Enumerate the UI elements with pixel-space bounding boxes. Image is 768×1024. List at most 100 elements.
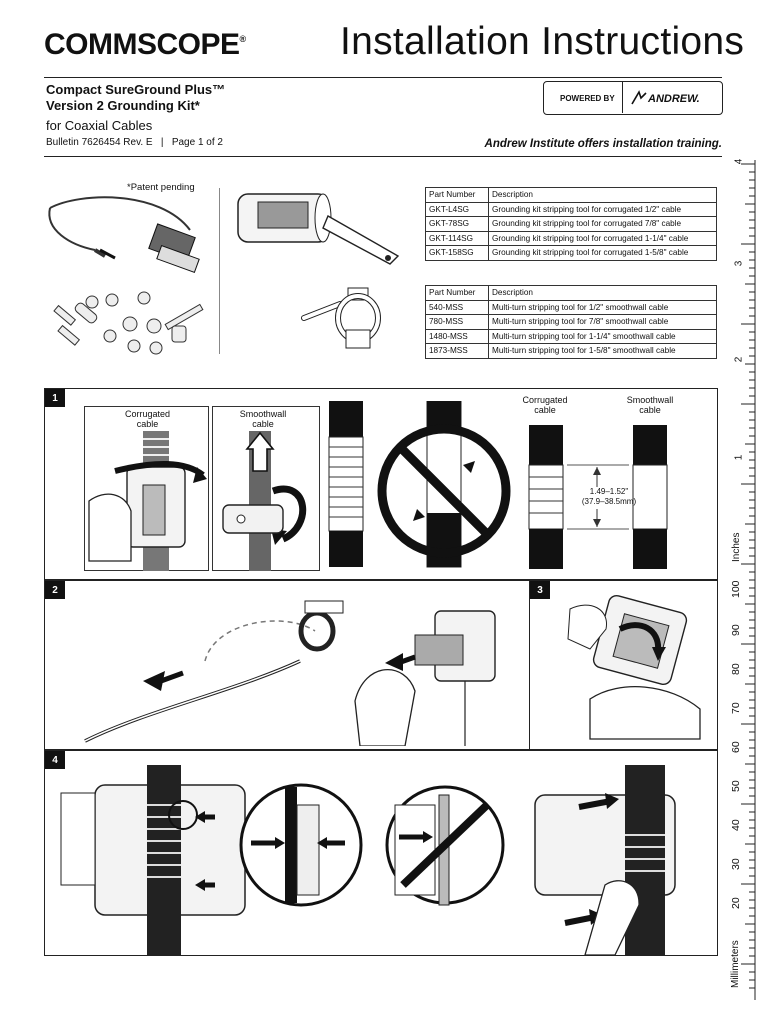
smoothwall-dimension-label-line1: Smoothwall: [626, 395, 674, 405]
strip-length-diagram: [528, 425, 668, 569]
table-header-row: Part Number Description: [425, 187, 717, 203]
millimeters-label: Millimeters: [730, 940, 741, 988]
part-number-cell: GKT-114SG: [425, 230, 489, 246]
measurement-ruler: [741, 160, 756, 1000]
header-rule: [44, 77, 722, 78]
andrew-logo-text: ANDREW.: [648, 93, 700, 105]
mm-mark-20: 20: [730, 897, 742, 909]
dimension-millimeters: (37.9–38.5mm): [581, 497, 637, 506]
mm-mark-90: 90: [730, 624, 742, 636]
part-number-cell: 1480-MSS: [425, 328, 489, 344]
column-header: Part Number: [425, 187, 489, 203]
mm-mark-30: 30: [730, 858, 742, 870]
product-name-line1: Compact SureGround Plus™: [46, 82, 226, 97]
corrugated-dimension-label-line2: cable: [534, 405, 556, 415]
part-number-cell: GKT-158SG: [425, 245, 489, 261]
step-1-badge: 1: [45, 389, 65, 407]
mm-mark-40: 40: [730, 819, 742, 831]
dimension-inches: 1.49–1.52": [589, 487, 629, 496]
hardware-parts-illustration: [53, 291, 204, 355]
step-3-panel: 3: [529, 580, 718, 750]
bulletin-info: Bulletin 7626454 Rev. E | Page 1 of 2: [46, 137, 223, 148]
description-cell: Multi-turn stripping tool for 1-1/4" smo…: [488, 328, 717, 344]
corrugated-label-line1: Corrugated: [124, 409, 171, 419]
mm-mark-60: 60: [730, 741, 742, 753]
patent-note: *Patent pending: [127, 182, 195, 193]
header-rule-2: [44, 156, 722, 157]
step-3-badge: 3: [530, 581, 550, 599]
table-header-row: Part Number Description: [425, 285, 717, 301]
description-cell: Grounding kit stripping tool for corruga…: [488, 201, 717, 217]
prohibited-icon: [377, 424, 511, 558]
andrew-bolt-icon: [631, 90, 647, 105]
part-number-cell: GKT-78SG: [425, 216, 489, 232]
badge-divider: [622, 82, 624, 113]
step-2-drawing: [84, 600, 496, 746]
training-note: Andrew Institute offers installation tra…: [484, 138, 722, 150]
powered-by-badge: POWERED BY ANDREW.: [543, 81, 723, 115]
mm-mark-80: 80: [730, 663, 742, 675]
step-4-badge: 4: [45, 751, 65, 769]
step-2-panel: 2: [44, 580, 530, 750]
illustration-divider: [219, 188, 220, 354]
part-number-cell: 1873-MSS: [425, 343, 489, 359]
part-number-cell: GKT-L4SG: [425, 201, 489, 217]
page-title: Installation Instructions: [340, 20, 745, 63]
logo-text: COMMSCOPE: [44, 28, 240, 61]
inch-mark-4: 4: [733, 158, 745, 165]
product-name-line2: Version 2 Grounding Kit*: [46, 98, 200, 113]
multi-turn-tool-illustration: [301, 287, 381, 349]
mm-mark-100: 100: [730, 580, 742, 598]
step-4-panel: 4: [44, 750, 718, 956]
commscope-logo: COMMSCOPE®: [44, 28, 246, 62]
description-cell: Grounding kit stripping tool for corruga…: [488, 230, 717, 246]
column-header: Description: [488, 285, 717, 301]
smoothwall-label-line1: Smoothwall: [239, 409, 287, 419]
column-header: Part Number: [425, 285, 489, 301]
stripping-tool-illustration: [237, 193, 400, 265]
description-cell: Grounding kit stripping tool for corruga…: [488, 216, 717, 232]
corrugated-dimension-label-line1: Corrugated: [522, 395, 568, 405]
registered-mark: ®: [239, 34, 247, 44]
smoothwall-label-line2: cable: [252, 419, 274, 429]
part-number-cell: 540-MSS: [425, 299, 489, 315]
product-subtitle: for Coaxial Cables: [46, 118, 153, 133]
corrugated-label-line2: cable: [136, 419, 159, 429]
inches-label: Inches: [731, 532, 742, 562]
smoothwall-strip-drawing: [222, 431, 307, 571]
description-cell: Grounding kit stripping tool for corruga…: [488, 245, 717, 261]
stripped-cable-comparison: [328, 401, 511, 568]
ruler-ticks: [741, 163, 755, 989]
strip-length-dimension: 1.49–1.52"(37.9–38.5mm): [569, 487, 649, 507]
step-3-drawing: [567, 595, 701, 740]
inch-mark-3: 3: [733, 260, 745, 267]
smoothwall-dimension-label-line2: cable: [639, 405, 661, 415]
step-2-badge: 2: [45, 581, 65, 599]
step-4-drawing: [60, 765, 676, 955]
description-cell: Multi-turn stripping tool for 7/8" smoot…: [488, 314, 717, 330]
inch-mark-1: 1: [733, 454, 745, 461]
description-cell: Multi-turn stripping tool for 1-5/8" smo…: [488, 343, 717, 359]
powered-by-label: POWERED BY: [560, 94, 615, 103]
mm-mark-70: 70: [730, 702, 742, 714]
part-number-cell: 780-MSS: [425, 314, 489, 330]
description-cell: Multi-turn stripping tool for 1/2" smoot…: [488, 299, 717, 315]
corrugated-strip-drawing: [88, 431, 207, 571]
column-header: Description: [488, 187, 717, 203]
